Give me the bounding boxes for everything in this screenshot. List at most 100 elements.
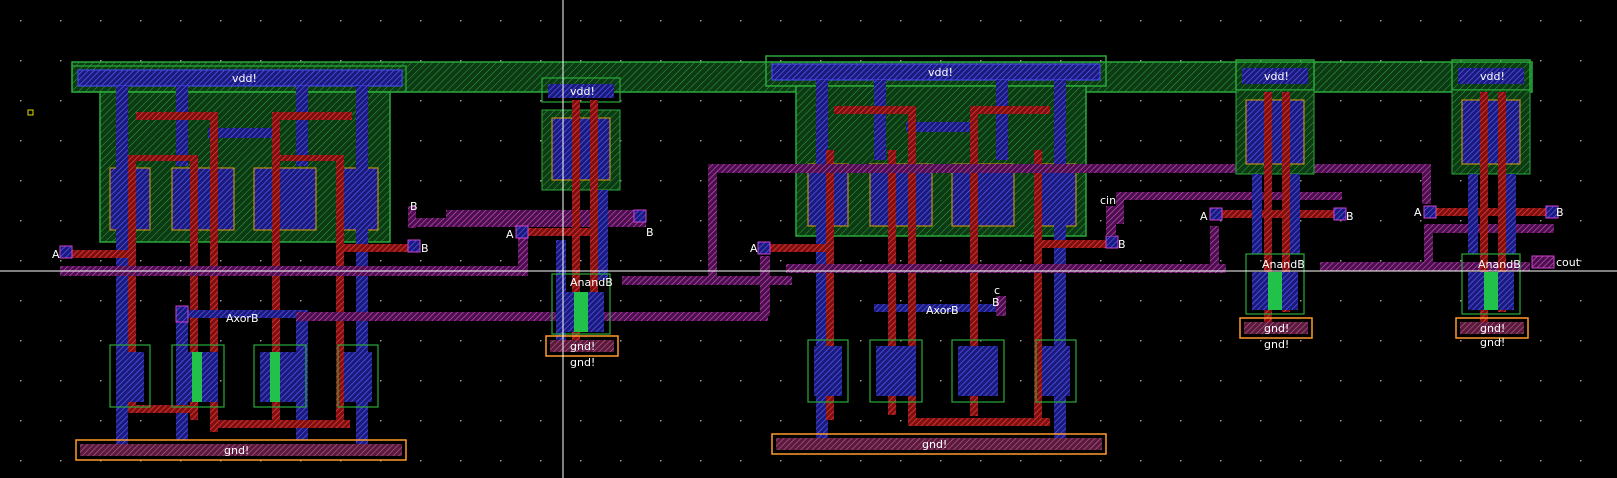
cell-xor-left[interactable]: vdd! bbox=[52, 65, 429, 461]
xor2-m1-strap-2 bbox=[874, 80, 886, 160]
xor1-nmos-1[interactable] bbox=[109, 344, 151, 408]
xor2-nmos-4[interactable] bbox=[1035, 339, 1077, 403]
m2-a-riser bbox=[518, 228, 528, 276]
xor1-poly-bot-2 bbox=[210, 420, 350, 428]
nand3-gnd-label-2: gnd! bbox=[1480, 336, 1505, 349]
nand1-gnd-label-2: gnd! bbox=[570, 356, 595, 369]
nand3-vdd-metal bbox=[1458, 68, 1524, 84]
xor2-nmos-3[interactable] bbox=[951, 339, 1005, 403]
nand2-anandb-label: AnandB bbox=[1262, 258, 1305, 271]
nand3-pin-a[interactable] bbox=[1423, 205, 1437, 219]
xor2-vdd-label: vdd! bbox=[928, 66, 953, 79]
xor2-pin-cin-label: cin bbox=[1100, 194, 1116, 207]
xor2-pmos-3[interactable] bbox=[951, 163, 1015, 227]
nand1-poly-2 bbox=[590, 100, 598, 320]
xor2-gnd-metal bbox=[776, 438, 1102, 450]
nand2-vdd-metal bbox=[1242, 68, 1308, 84]
nand3-nmos[interactable] bbox=[1461, 253, 1521, 315]
nand1-pin-b[interactable] bbox=[633, 209, 647, 223]
nand2-nmos-oxide bbox=[1268, 272, 1282, 310]
xor2-nmos-3-m1 bbox=[958, 346, 998, 396]
xor1-pmos-3[interactable] bbox=[253, 167, 317, 231]
nand2-pin-a[interactable] bbox=[1209, 207, 1223, 221]
xor1-nmos-3[interactable] bbox=[253, 344, 307, 408]
nand3-nmos-oxide bbox=[1484, 272, 1498, 310]
nand2-m1-right bbox=[1290, 174, 1300, 254]
nand1-vdd-frame bbox=[541, 77, 621, 103]
cell-nand-2[interactable]: vdd! AnandB gnd! gnd! A B bbox=[1200, 59, 1354, 351]
nand3-pmos[interactable] bbox=[1461, 99, 1521, 165]
nand2-m1-left bbox=[1252, 174, 1262, 254]
nand3-gnd-metal bbox=[1460, 322, 1524, 334]
nand2-pmos[interactable] bbox=[1245, 99, 1305, 165]
xor2-nmos-1[interactable] bbox=[807, 339, 849, 403]
xor1-pin-a[interactable] bbox=[59, 245, 73, 259]
xor2-pmos-2[interactable] bbox=[869, 163, 933, 227]
nand3-m1-left bbox=[1468, 174, 1478, 254]
m2-top-riser-left bbox=[708, 164, 717, 284]
cell-xor-center[interactable]: vdd! gnd! A B bbox=[750, 55, 1126, 455]
xor2-axorb-strap bbox=[874, 304, 996, 312]
xor2-pin-a[interactable] bbox=[757, 241, 771, 255]
nand3-m1-right bbox=[1506, 174, 1516, 254]
nand1-m1-left bbox=[556, 240, 566, 340]
xor1-pmos-2[interactable] bbox=[171, 167, 235, 231]
xor1-poly-mid-1 bbox=[128, 155, 198, 161]
xor2-pin-c[interactable] bbox=[996, 296, 1006, 316]
xor1-poly-mid-2 bbox=[272, 155, 344, 161]
m2-b-bus-2 bbox=[446, 210, 646, 218]
cout-pin[interactable] bbox=[1531, 255, 1555, 269]
xor1-poly-top-2 bbox=[272, 112, 352, 120]
xor2-axorb-label: AxorB bbox=[926, 304, 959, 317]
nand2-nmos[interactable] bbox=[1245, 253, 1305, 315]
nand1-pin-a[interactable] bbox=[515, 225, 529, 239]
nand1-pin-b-label: B bbox=[646, 226, 654, 239]
nand1-poly-a-in bbox=[520, 228, 590, 236]
xor2-poly-1 bbox=[826, 150, 834, 420]
nand1-nmos[interactable] bbox=[551, 273, 611, 335]
nand1-gnd-metal bbox=[550, 340, 614, 352]
xor2-pin-c-label: c bbox=[994, 284, 1000, 297]
xor2-poly-4 bbox=[970, 106, 978, 416]
xor2-gnd-select bbox=[771, 433, 1107, 455]
m2-cin-bus bbox=[1116, 192, 1342, 200]
nand2-pin-b[interactable] bbox=[1333, 207, 1347, 221]
xor1-axorb-via bbox=[175, 305, 189, 323]
cell-nand-1[interactable]: vdd! AnandB gnd! gnd! A B bbox=[506, 77, 654, 369]
nand3-pin-b[interactable] bbox=[1545, 205, 1559, 219]
nand2-poly-2 bbox=[1282, 92, 1290, 312]
xor2-poly-5 bbox=[1034, 150, 1042, 420]
nand3-gnd-label: gnd! bbox=[1480, 322, 1505, 335]
xor1-poly-1 bbox=[128, 155, 136, 410]
xor1-vdd-label: vdd! bbox=[232, 72, 257, 85]
m2-axorb-bus bbox=[296, 312, 768, 321]
xor2-nmos-2[interactable] bbox=[869, 339, 923, 403]
xor2-pin-b-inner-label: B bbox=[992, 296, 1000, 309]
xor1-pin-b-top-label: B bbox=[410, 200, 418, 213]
xor1-poly-b-in bbox=[344, 244, 414, 252]
xor1-nmos-4[interactable] bbox=[337, 344, 379, 408]
nand2-pin-a-label: A bbox=[1200, 210, 1208, 223]
xor1-pin-b[interactable] bbox=[407, 239, 421, 253]
xor1-nmos-1-m1 bbox=[116, 352, 144, 402]
xor1-m1-strap-3 bbox=[296, 86, 308, 166]
m2-top-riser-right bbox=[1422, 164, 1431, 204]
xor2-pin-b[interactable] bbox=[1105, 235, 1119, 249]
xor2-poly-bot bbox=[908, 418, 1050, 426]
nand1-vdd-metal bbox=[548, 84, 614, 98]
nand3-poly-1 bbox=[1480, 92, 1488, 322]
xor1-pin-b-top[interactable] bbox=[408, 206, 416, 228]
nand1-gnd-select bbox=[545, 335, 619, 357]
xor1-nmos-2[interactable] bbox=[171, 344, 225, 408]
cell-nand-3[interactable]: vdd! AnandB gnd! gnd! A B cout bbox=[1414, 59, 1581, 349]
m2-mid-riser bbox=[1210, 226, 1219, 272]
m2-right-drop bbox=[1424, 224, 1433, 264]
xor1-nmos-3-oxide bbox=[270, 352, 280, 402]
xor1-pin-b-label: B bbox=[421, 242, 429, 255]
nand1-pmos[interactable] bbox=[551, 117, 611, 181]
xor1-pin-a-label: A bbox=[52, 248, 60, 261]
xor2-pin-cin[interactable] bbox=[1106, 206, 1116, 236]
m2-anandb-bus bbox=[622, 276, 792, 285]
nand1-nmos-oxide bbox=[574, 292, 588, 332]
